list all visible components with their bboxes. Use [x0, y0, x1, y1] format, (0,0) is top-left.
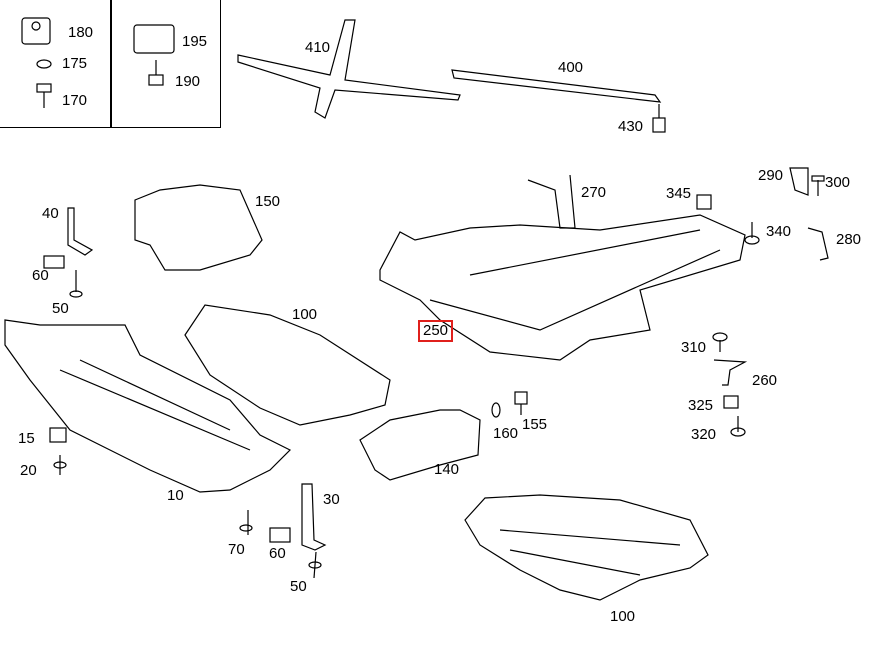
callout-60[interactable]: 60 [32, 267, 49, 284]
screw-70 [239, 510, 253, 535]
callout-400[interactable]: 400 [558, 59, 584, 76]
washer-175 [36, 59, 52, 69]
callout-50-lower[interactable]: 50 [290, 578, 307, 595]
clip-nut-180 [21, 17, 51, 45]
callout-15[interactable]: 15 [18, 430, 35, 447]
callout-325[interactable]: 325 [688, 397, 714, 414]
clip-345 [696, 194, 712, 210]
screw-300 [811, 175, 825, 196]
callout-195[interactable]: 195 [182, 33, 208, 50]
screw-20 [53, 455, 67, 475]
callout-340[interactable]: 340 [766, 223, 792, 240]
clip-15 [49, 427, 67, 443]
clip-60-lower [269, 527, 291, 543]
callout-30[interactable]: 30 [323, 491, 340, 508]
callout-310[interactable]: 310 [681, 339, 707, 356]
callout-410[interactable]: 410 [305, 39, 331, 56]
callout-100-upper[interactable]: 100 [292, 306, 318, 323]
screw-50-lower [308, 551, 322, 579]
callout-140[interactable]: 140 [434, 461, 460, 478]
bolt-170 [36, 83, 52, 108]
washer-160 [491, 402, 501, 418]
callout-10[interactable]: 10 [167, 487, 184, 504]
clip-325 [723, 395, 739, 409]
inset-divider [110, 0, 112, 128]
bolt-190 [148, 60, 164, 86]
callout-190[interactable]: 190 [175, 73, 201, 90]
callout-50[interactable]: 50 [52, 300, 69, 317]
callout-300[interactable]: 300 [825, 174, 851, 191]
bolt-155 [514, 391, 528, 415]
bracket-30 [301, 483, 327, 551]
bracket-270 [527, 174, 576, 229]
duct-150 [134, 184, 263, 271]
splash-shield-100-lower [464, 494, 709, 601]
callout-175[interactable]: 175 [62, 55, 88, 72]
callout-60-lower[interactable]: 60 [269, 545, 286, 562]
clip-nut-195 [133, 24, 175, 54]
bracket-260 [713, 359, 748, 386]
callout-160[interactable]: 160 [493, 425, 519, 442]
front-shield-10 [4, 319, 292, 493]
bracket-40 [67, 207, 94, 256]
callout-70[interactable]: 70 [228, 541, 245, 558]
callout-345[interactable]: 345 [666, 185, 692, 202]
duct-140 [359, 409, 481, 481]
screw-340 [744, 222, 760, 245]
screw-320 [730, 416, 746, 437]
screw-50 [69, 270, 83, 298]
callout-430[interactable]: 430 [618, 118, 644, 135]
callout-40[interactable]: 40 [42, 205, 59, 222]
bolt-430 [652, 104, 666, 133]
callout-100-lower[interactable]: 100 [610, 608, 636, 625]
callout-290[interactable]: 290 [758, 167, 784, 184]
callout-20[interactable]: 20 [20, 462, 37, 479]
clip-60 [43, 255, 65, 269]
callout-270[interactable]: 270 [581, 184, 607, 201]
callout-250-highlighted[interactable]: 250 [418, 320, 454, 342]
callout-180[interactable]: 180 [68, 24, 94, 41]
bracket-280 [807, 227, 829, 261]
cross-strut-410 [237, 19, 461, 119]
splash-shield-100-upper [184, 304, 391, 426]
callout-150[interactable]: 150 [255, 193, 281, 210]
nut-310 [712, 332, 728, 352]
underbody-panel-250 [379, 214, 746, 361]
callout-260[interactable]: 260 [752, 372, 778, 389]
callout-280[interactable]: 280 [836, 231, 862, 248]
callout-320[interactable]: 320 [691, 426, 717, 443]
bracket-290 [789, 167, 809, 196]
callout-170[interactable]: 170 [62, 92, 88, 109]
callout-155[interactable]: 155 [522, 416, 548, 433]
brace-400 [451, 69, 662, 103]
